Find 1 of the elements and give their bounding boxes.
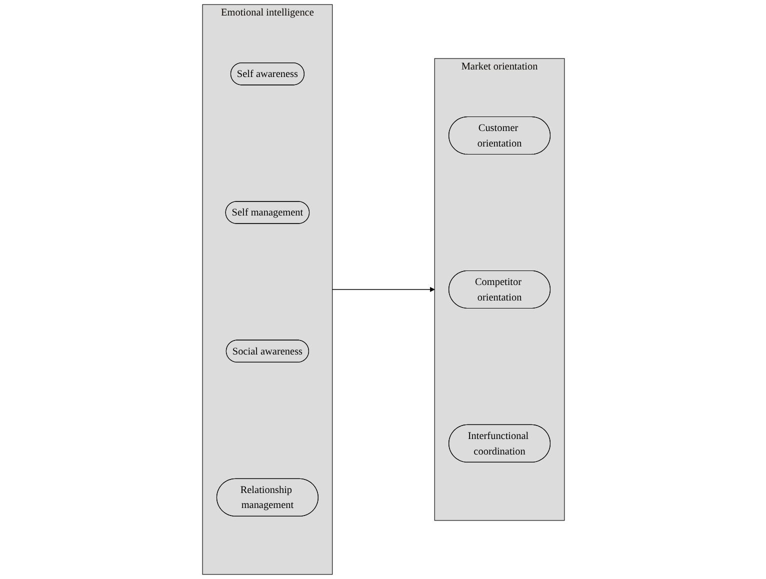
arrow <box>332 287 434 292</box>
